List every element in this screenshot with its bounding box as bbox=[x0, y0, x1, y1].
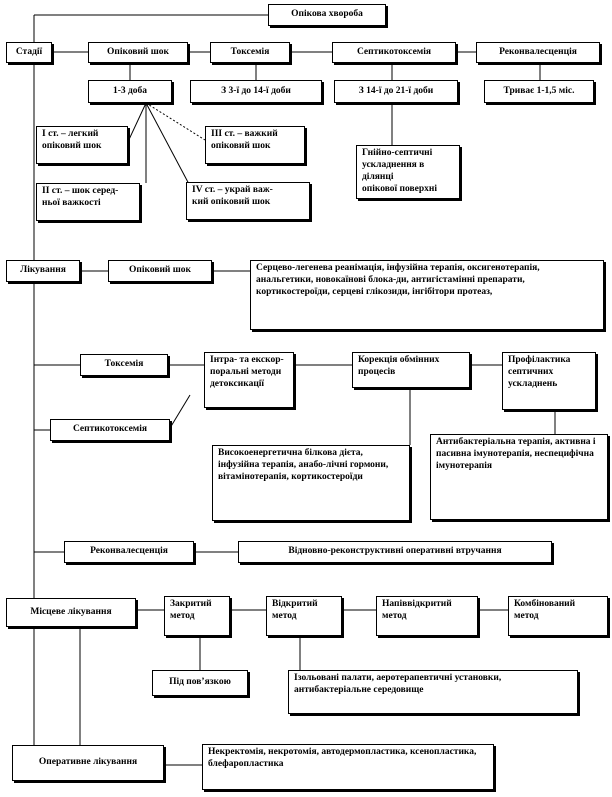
method-combined: Комбінований метод bbox=[508, 596, 608, 636]
period-reconvalescence: Триває 1-1,5 міс. bbox=[484, 80, 594, 103]
shock-degree-3: ІІІ ст. – важкий опіковий шок bbox=[205, 126, 305, 164]
shock-degree-2: ІІ ст. – шок серед- ньої важкості bbox=[36, 183, 140, 221]
septic-complications: Гнійно-септичні ускладнення в ділянці оп… bbox=[356, 145, 460, 199]
surgical-treatment-node: Оперативне лікування bbox=[12, 745, 164, 781]
local-treatment-node: Місцеве лікування bbox=[6, 598, 136, 627]
reconstructive-surgery: Відновно-реконструктивні оперативні втру… bbox=[238, 541, 552, 563]
septic-prophylaxis: Профілактика септичних ускладнень bbox=[502, 352, 596, 410]
stage-burn-shock: Опіковий шок bbox=[88, 42, 188, 63]
treatment-toxemia: Токсемія bbox=[80, 354, 168, 376]
root-node: Опікова хвороба bbox=[268, 4, 386, 26]
treatment-septicotoxemia: Септикотоксемія bbox=[50, 419, 170, 441]
treatment-reconvalescence: Реконвалесценція bbox=[64, 541, 194, 563]
shock-degree-4: IV ст. – украй важ- кий опіковий шок bbox=[186, 182, 310, 220]
method-closed: Закритий метод bbox=[164, 596, 230, 636]
stage-septicotoxemia: Септикотоксемія bbox=[332, 42, 456, 63]
period-toxemia: З 3-ї до 14-ї доби bbox=[190, 80, 322, 103]
stage-toxemia: Токсемія bbox=[210, 42, 290, 63]
open-method-detail: Ізольовані палати, аеротерапевтичні уста… bbox=[288, 670, 578, 714]
shock-degree-1: І ст. – легкий опіковий шок bbox=[36, 126, 128, 164]
stage-reconvalescence: Реконвалесценція bbox=[476, 42, 600, 63]
surgical-treatment-detail: Некректомія, некротомія, автодермопласти… bbox=[202, 744, 494, 790]
detoxification-methods: Інтра- та екскор- поральні методи детокс… bbox=[204, 352, 294, 408]
closed-method-detail: Під пов’язкою bbox=[152, 670, 248, 696]
shock-therapy: Серцево-легенева реанімація, інфузійна т… bbox=[250, 260, 604, 330]
treatment-node: Лікування bbox=[6, 260, 80, 282]
antibacterial-therapy: Антибактеріальна терапія, активна і паси… bbox=[430, 434, 608, 520]
treatment-shock: Опіковий шок bbox=[108, 260, 212, 282]
metabolic-correction: Корекція обмінних процесів bbox=[352, 352, 470, 388]
period-septicotoxemia: З 14-ї до 21-ї доби bbox=[334, 80, 458, 103]
method-open: Відкритий метод bbox=[266, 596, 342, 636]
nutrition-therapy: Високоенергетична білкова дієта, інфузій… bbox=[212, 445, 410, 521]
stages-node: Стадії bbox=[6, 42, 52, 63]
method-semi-open: Напіввідкритий метод bbox=[376, 596, 478, 636]
period-shock: 1-3 доба bbox=[88, 80, 172, 103]
